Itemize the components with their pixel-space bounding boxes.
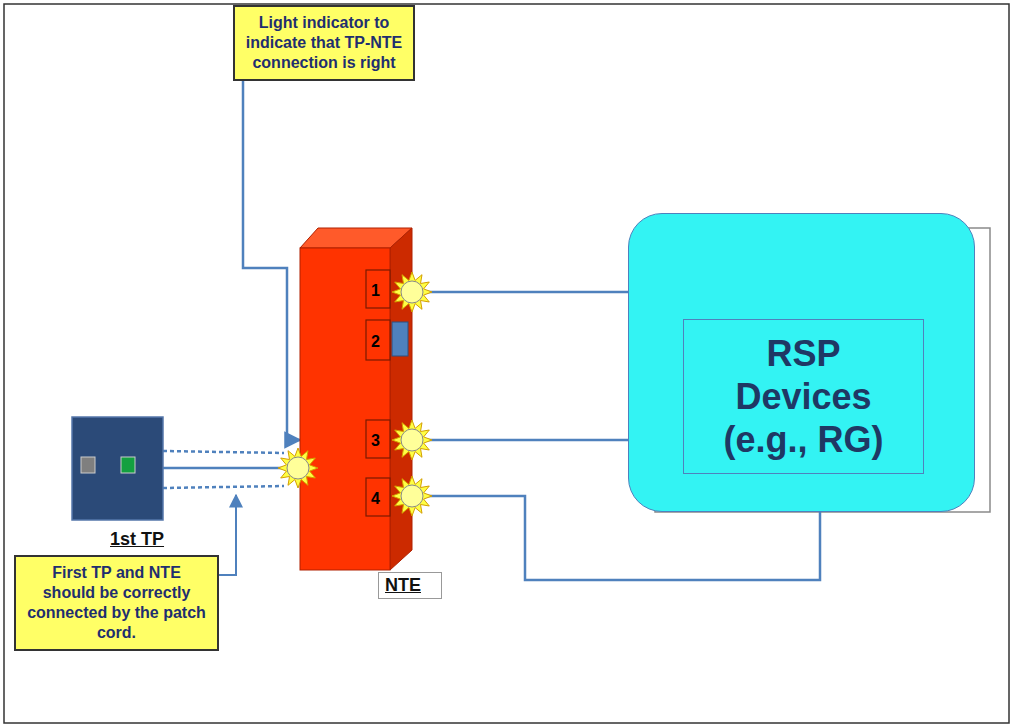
connector-line	[243, 81, 300, 440]
light-indicator	[392, 272, 432, 312]
node-text: RSP Devices (e.g., RG)	[694, 332, 913, 462]
light-indicator	[392, 476, 432, 516]
device-label-box: RSP Devices (e.g., RG)	[683, 319, 924, 474]
callout-box: First TP and NTE should be correctly con…	[14, 555, 219, 651]
light-indicator	[392, 420, 432, 460]
patch-cord-dash	[163, 451, 284, 453]
leader-line	[219, 495, 236, 575]
port-number: 2	[371, 334, 380, 350]
tp-socket	[72, 417, 163, 520]
tp-socket: 1st TP	[72, 417, 163, 520]
connector-line	[163, 467, 300, 470]
callout-box: Light indicator to indicate that TP-NTE …	[233, 5, 415, 81]
connector-line	[412, 439, 628, 442]
port-number: 1	[371, 283, 380, 299]
node-text: NTE	[378, 572, 442, 599]
port-number: 3	[371, 433, 380, 449]
connector-line	[412, 291, 628, 294]
node-text: First TP and NTE should be correctly con…	[24, 563, 209, 643]
rsp-device: RSP Devices (e.g., RG)	[628, 213, 975, 512]
nte-box	[300, 228, 412, 570]
node-text: Light indicator to indicate that TP-NTE …	[243, 13, 405, 73]
port-number: 4	[371, 491, 380, 507]
nte-device: NTE	[300, 228, 412, 570]
picture-frame	[4, 4, 1009, 723]
light-indicator	[278, 448, 318, 488]
node-text: 1st TP	[110, 529, 164, 550]
patch-cord-dash	[163, 486, 284, 488]
